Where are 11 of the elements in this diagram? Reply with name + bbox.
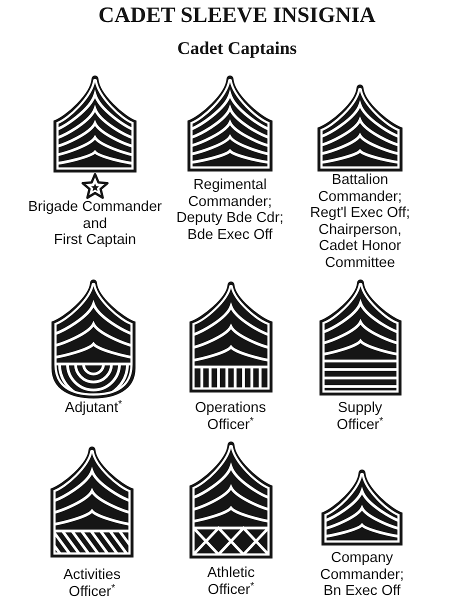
insignia-caption: Operations Officer$^{*}$ bbox=[195, 400, 266, 433]
insignia-caption: Supply Officer$^{*}$ bbox=[336, 400, 384, 433]
insignia-caption: Adjutant$^{*}$ bbox=[64, 400, 122, 416]
insignia-caption: Brigade Commander and First Captain bbox=[28, 199, 162, 248]
diagram-title: CADET SLEEVE INSIGNIA bbox=[98, 2, 376, 28]
insignia-caption: Athletic Officer$^{*}$ bbox=[207, 565, 255, 598]
insignia-caption: Regimental Commander; Deputy Bde Cdr; Bde Exec Off bbox=[176, 177, 284, 243]
subtitle: Cadet Captains bbox=[177, 37, 297, 59]
insignia-caption: Battalion Commander; Regt'l Exec Off; Chairperson, Cadet Honor Committee bbox=[310, 172, 410, 271]
insignia-caption: Company Commander; Bn Exec Off bbox=[320, 550, 404, 600]
insignia-caption: Activities Officer$^{*}$ bbox=[63, 567, 121, 600]
